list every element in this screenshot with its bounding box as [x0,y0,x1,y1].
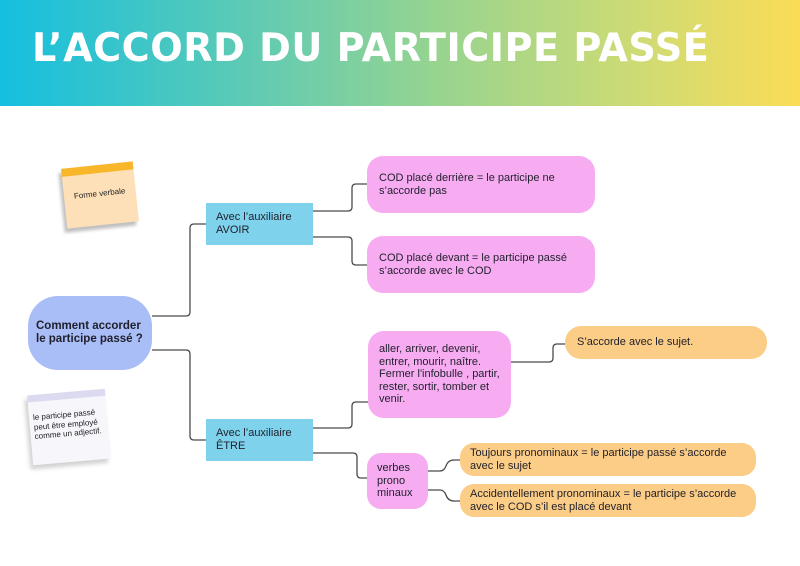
header-banner: L’ACCORD DU PARTICIPE PASSÉ [0,0,800,106]
connector-avoir-cod1 [313,183,367,212]
sticky-note-text: Forme verbale [73,186,126,201]
node-accorde-sujet-label: S’accorde avec le sujet. [577,336,694,348]
connector-verbs-sujet [511,343,565,363]
node-cod-devant[interactable]: COD placé devant = le participe passé s’… [367,236,595,293]
sticky-note-adjectif[interactable]: le participe passé peut être employé com… [27,388,111,466]
connector-avoir-cod2 [313,236,367,266]
connector-root-avoir [152,223,206,317]
page-title: L’ACCORD DU PARTICIPE PASSÉ [32,26,710,71]
root-node[interactable]: Comment accorder le participe passé ? [28,296,152,370]
connector-etre-prono [313,452,367,479]
sticky-note-forme-verbale[interactable]: Forme verbale [61,161,139,229]
node-accidentellement-pronominaux-label: Accidentellement pronominaux = le partic… [470,487,737,513]
branch-etre[interactable]: Avec l’auxiliaire ÊTRE [206,419,313,461]
node-verbes-etre[interactable]: aller, arriver, devenir, entrer, mourir,… [368,331,511,418]
node-verbes-pronominaux-label: verbes prono minaux [377,462,413,500]
node-accorde-sujet[interactable]: S’accorde avec le sujet. [565,326,767,359]
connector-prono-toujours [428,459,460,472]
sticky-note-text: le participe passé peut être employé com… [32,407,102,442]
node-cod-devant-label: COD placé devant = le participe passé s’… [379,251,568,277]
connector-etre-verbs [313,401,368,429]
connector-prono-accid [428,489,460,502]
branch-avoir-label: Avec l’auxiliaire AVOIR [216,211,292,236]
node-cod-derriere[interactable]: COD placé derrière = le participe ne s’a… [367,156,595,213]
connector-root-etre [152,349,206,441]
root-node-label: Comment accorder le participe passé ? [36,319,143,346]
branch-etre-label: Avec l’auxiliaire ÊTRE [216,427,292,452]
node-cod-derriere-label: COD placé derrière = le participe ne s’a… [379,171,555,197]
node-toujours-pronominaux-label: Toujours pronominaux = le participe pass… [470,446,727,472]
branch-avoir[interactable]: Avec l’auxiliaire AVOIR [206,203,313,245]
node-accidentellement-pronominaux[interactable]: Accidentellement pronominaux = le partic… [460,484,756,517]
node-verbes-etre-label: aller, arriver, devenir, entrer, mourir,… [379,343,500,406]
node-toujours-pronominaux[interactable]: Toujours pronominaux = le participe pass… [460,443,756,476]
node-verbes-pronominaux[interactable]: verbes prono minaux [367,453,428,509]
